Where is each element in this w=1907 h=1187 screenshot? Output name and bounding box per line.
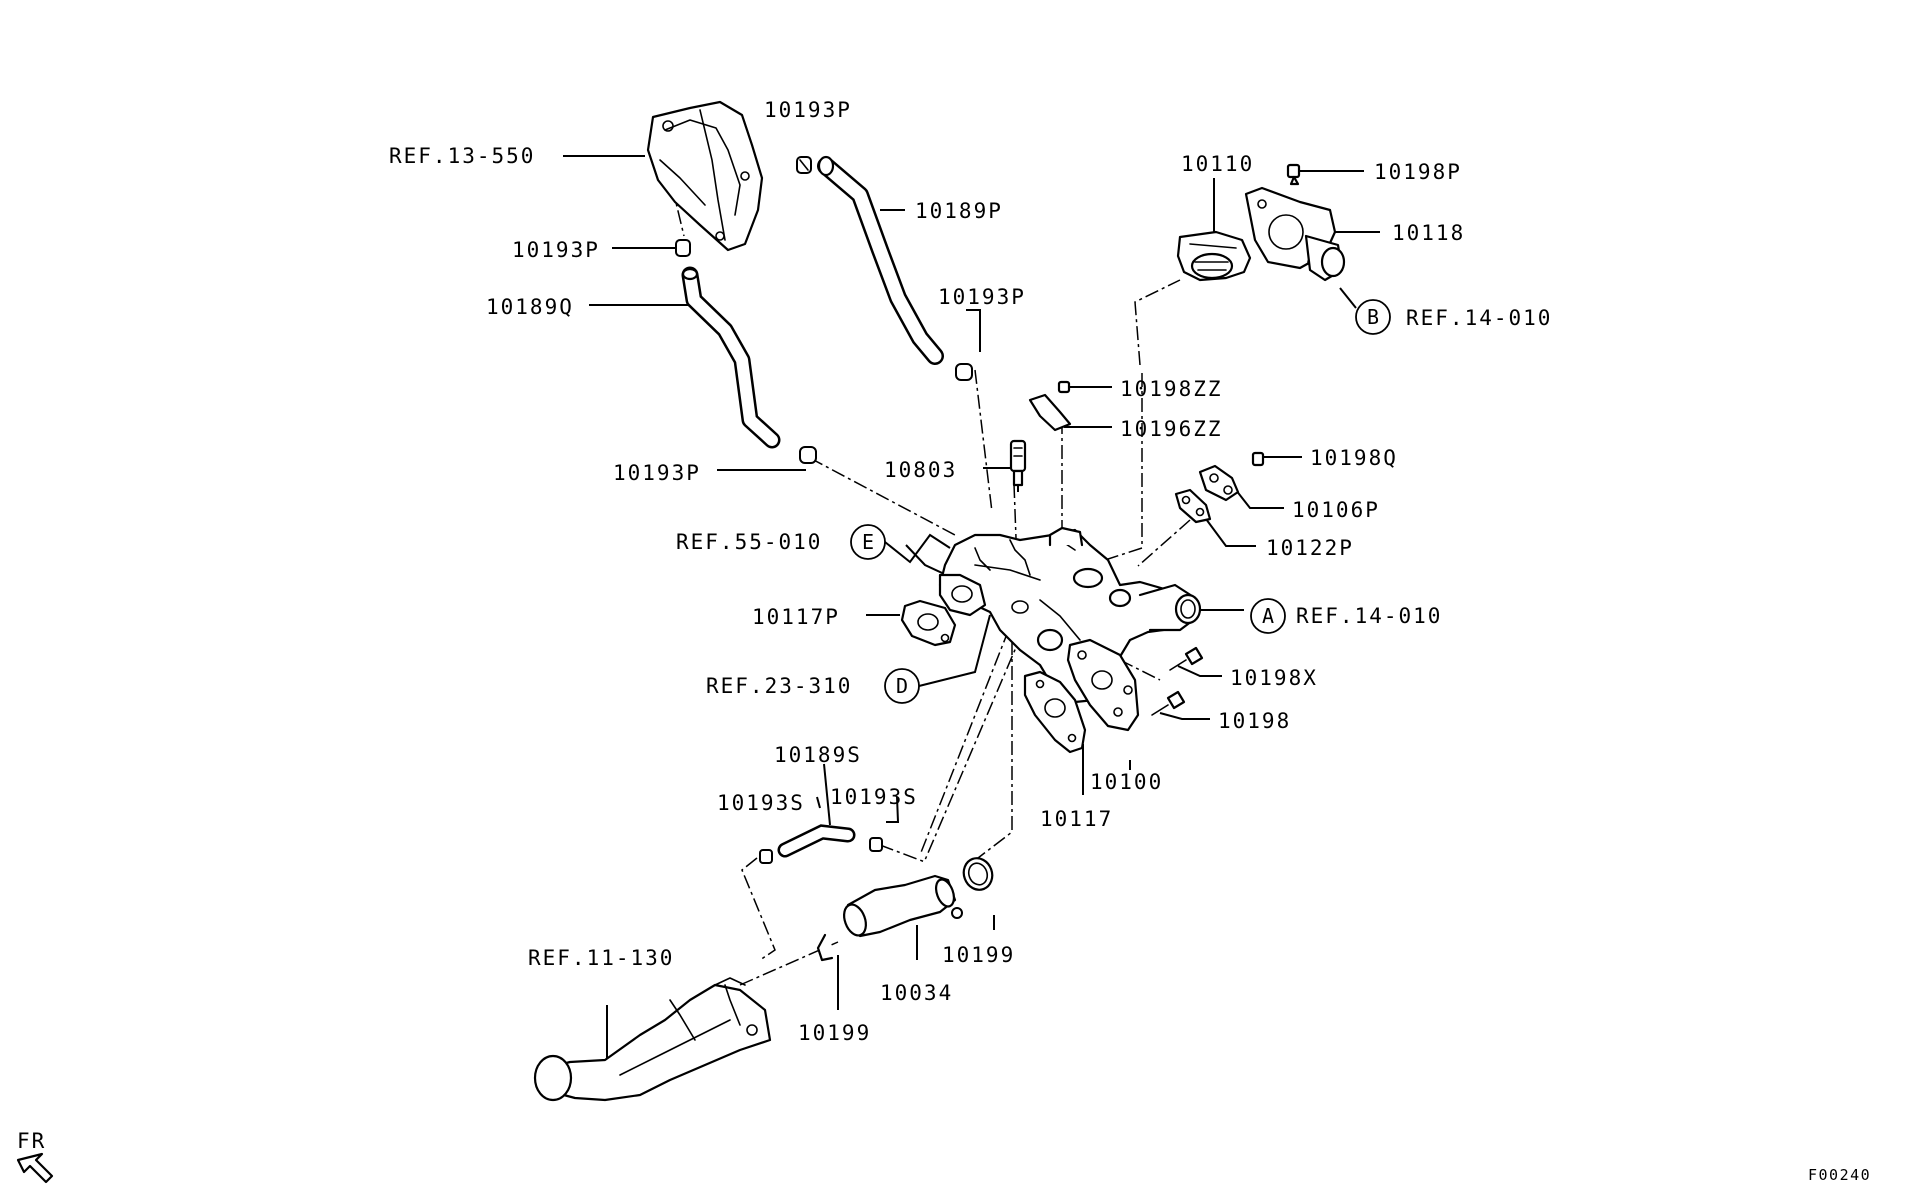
- clamp-10193p-low: [799, 446, 817, 464]
- hose-10189q: [681, 266, 781, 449]
- label-10199-left[interactable]: 10199: [798, 1021, 871, 1045]
- label-10198zz[interactable]: 10198ZZ: [1120, 377, 1223, 401]
- label-ref-14-010-a[interactable]: REF.14-010: [1296, 604, 1442, 628]
- engine-block-11-130: [533, 977, 772, 1102]
- label-10193s-right[interactable]: 10193S: [830, 785, 918, 809]
- bolt-10198: [1151, 690, 1186, 716]
- front-direction-arrow: [16, 1152, 54, 1184]
- callout-a[interactable]: A: [1250, 598, 1286, 634]
- label-10189s[interactable]: 10189S: [774, 743, 862, 767]
- bolt-10198p: [1286, 163, 1301, 186]
- part-labels: REF.13-550 10193P 10189P 10193P 10189Q 1…: [17, 98, 1871, 1184]
- label-10193s-left[interactable]: 10193S: [717, 791, 805, 815]
- clamp-10193p-left: [675, 239, 691, 257]
- svg-text:E: E: [862, 530, 874, 554]
- label-10198q[interactable]: 10198Q: [1310, 446, 1398, 470]
- clamp-10193p-mid: [955, 363, 973, 381]
- label-10198x[interactable]: 10198X: [1230, 666, 1318, 690]
- label-10193p-mid[interactable]: 10193P: [938, 285, 1026, 309]
- bolt-10198zz: [1057, 380, 1071, 394]
- label-10100[interactable]: 10100: [1090, 770, 1163, 794]
- oring-10199-right: [962, 857, 994, 891]
- callout-d[interactable]: D: [884, 668, 920, 704]
- label-10198p[interactable]: 10198P: [1374, 160, 1462, 184]
- sensor-10803: [1009, 439, 1027, 487]
- figure-code: F00240: [1808, 1166, 1871, 1184]
- label-10193p-left[interactable]: 10193P: [512, 238, 600, 262]
- hose-10189p: [817, 155, 944, 365]
- housing-13-550: [646, 100, 764, 252]
- gasket-10106p: [1198, 464, 1240, 502]
- label-ref-55-010[interactable]: REF.55-010: [676, 530, 822, 554]
- label-10122p[interactable]: 10122P: [1266, 536, 1354, 560]
- front-direction-label: FR: [17, 1129, 46, 1153]
- label-10196zz[interactable]: 10196ZZ: [1120, 417, 1223, 441]
- clamp-10193s-right: [869, 837, 883, 852]
- label-ref-23-310[interactable]: REF.23-310: [706, 674, 852, 698]
- label-ref-13-550[interactable]: REF.13-550: [389, 144, 535, 168]
- label-10803[interactable]: 10803: [884, 458, 957, 482]
- label-10034[interactable]: 10034: [880, 981, 953, 1005]
- pipe-10034: [843, 874, 963, 938]
- water-housing-flange-plate: [1066, 638, 1140, 732]
- label-10193p-low[interactable]: 10193P: [613, 461, 701, 485]
- label-10118[interactable]: 10118: [1392, 221, 1465, 245]
- label-10189q[interactable]: 10189Q: [486, 295, 574, 319]
- svg-text:A: A: [1262, 604, 1274, 628]
- clamp-10193p-top: [796, 156, 812, 174]
- label-10189p[interactable]: 10189P: [915, 199, 1003, 223]
- gasket-10117p: [900, 599, 957, 647]
- hose-10189s: [777, 824, 856, 858]
- water-housing-10100: [938, 526, 1202, 704]
- callout-b[interactable]: B: [1355, 299, 1391, 335]
- label-10193p-top[interactable]: 10193P: [764, 98, 852, 122]
- thermostat-10110: [1176, 230, 1252, 282]
- bolt-10198x: [1169, 646, 1204, 671]
- svg-text:D: D: [896, 674, 908, 698]
- bracket-10196zz: [1028, 393, 1072, 432]
- clamp-10193s-left: [759, 849, 773, 864]
- gasket-10117: [1023, 670, 1087, 754]
- callout-e[interactable]: E: [850, 524, 886, 560]
- svg-text:B: B: [1367, 305, 1379, 329]
- label-10198[interactable]: 10198: [1218, 709, 1291, 733]
- label-10117[interactable]: 10117: [1040, 807, 1113, 831]
- label-ref-11-130[interactable]: REF.11-130: [528, 946, 674, 970]
- dashed-connections: [659, 137, 1191, 986]
- bolt-10198q: [1251, 451, 1265, 467]
- label-10117p[interactable]: 10117P: [752, 605, 840, 629]
- label-10199-right[interactable]: 10199: [942, 943, 1015, 967]
- label-10106p[interactable]: 10106P: [1292, 498, 1380, 522]
- oring-10199-left: [816, 933, 834, 962]
- label-ref-14-010-b[interactable]: REF.14-010: [1406, 306, 1552, 330]
- gasket-10122p: [1174, 488, 1212, 524]
- water-outlet-10118: [1244, 186, 1346, 282]
- label-10110[interactable]: 10110: [1181, 152, 1254, 176]
